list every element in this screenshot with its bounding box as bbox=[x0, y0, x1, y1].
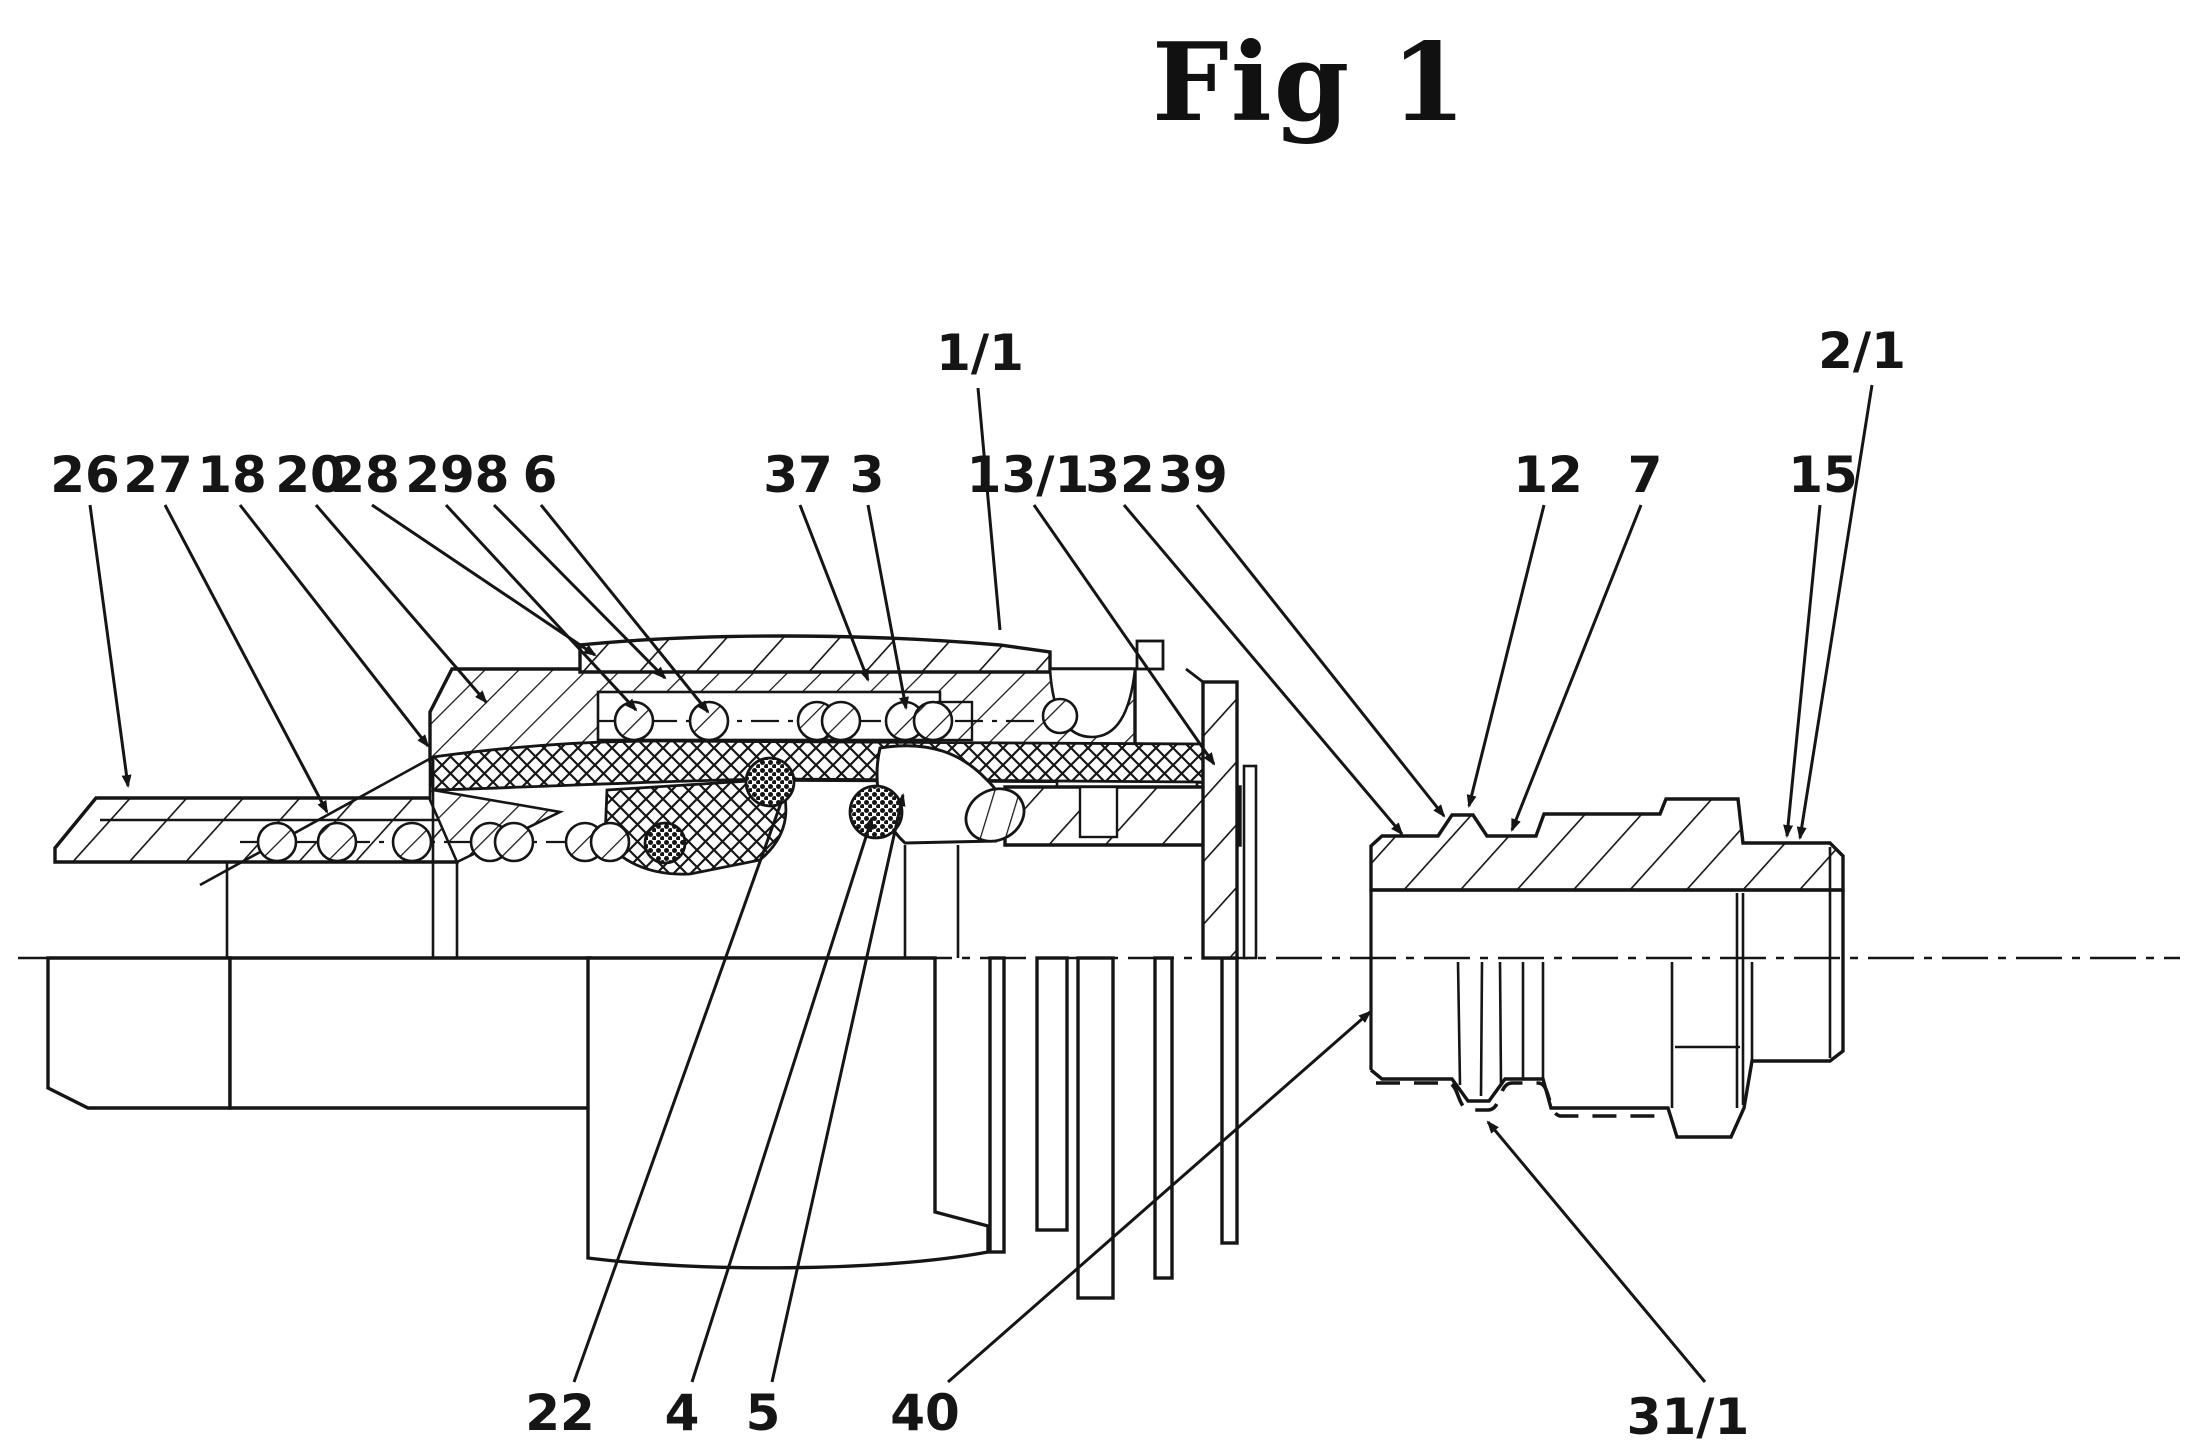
leader-20 bbox=[314, 504, 488, 704]
leader-7 bbox=[1510, 504, 1643, 832]
leader-22 bbox=[572, 799, 784, 1383]
part-label-4: 4 bbox=[665, 1384, 700, 1442]
o-ring-seal-small bbox=[643, 821, 687, 865]
spring-cone-edge bbox=[199, 755, 434, 887]
part-label-15: 15 bbox=[1788, 446, 1858, 504]
elastomer-seal-band bbox=[431, 739, 1239, 794]
assembly-label-1-1: 1/1 bbox=[936, 324, 1024, 382]
outer-sleeve-section bbox=[578, 634, 1052, 674]
leader-32 bbox=[1122, 504, 1404, 836]
leader-40 bbox=[947, 1010, 1372, 1384]
leader-3 bbox=[866, 504, 909, 710]
figure-title: Fig 1 bbox=[1152, 20, 1468, 146]
flange-thin-ring bbox=[1242, 764, 1258, 960]
part-label-40: 40 bbox=[890, 1384, 960, 1442]
nipple-groove-edges bbox=[1456, 847, 1832, 1108]
part-label-5: 5 bbox=[746, 1384, 781, 1442]
nipple-hidden-bore-line bbox=[1376, 1081, 1666, 1118]
sleeve-drum-lower bbox=[586, 956, 990, 1270]
o-ring-seal-left bbox=[744, 756, 796, 808]
leader-39 bbox=[1195, 504, 1446, 818]
part-label-3: 3 bbox=[850, 446, 885, 504]
part-label-7: 7 bbox=[1628, 446, 1663, 504]
leader-29 bbox=[444, 503, 638, 712]
reference-labels: 26 27 18 20 28 29 8 6 37 3 13/1 32 39 12… bbox=[50, 322, 1906, 1446]
leader-4 bbox=[690, 816, 874, 1383]
part-label-27: 27 bbox=[123, 446, 193, 504]
leader-13-1 bbox=[1032, 504, 1216, 766]
leader-6 bbox=[539, 504, 710, 714]
part-label-13-1: 13/1 bbox=[967, 446, 1090, 504]
plug-nipple-assembly bbox=[1369, 797, 1845, 1139]
leader-8 bbox=[492, 503, 667, 680]
part-label-32: 32 bbox=[1085, 446, 1155, 504]
leader-27 bbox=[163, 504, 329, 814]
part-label-28: 28 bbox=[330, 446, 400, 504]
o-ring-seal-mid bbox=[848, 784, 904, 840]
leader-1-1 bbox=[976, 387, 1002, 631]
flange-plate-section bbox=[1201, 680, 1239, 960]
leader-5 bbox=[770, 793, 906, 1383]
leader-37 bbox=[798, 504, 870, 682]
poppet-seal-section bbox=[964, 787, 1026, 843]
valve-ring-2 bbox=[1035, 956, 1069, 1232]
valve-ring-1 bbox=[988, 956, 1006, 1254]
part-label-6: 6 bbox=[523, 446, 558, 504]
part-label-31-1: 31/1 bbox=[1627, 1388, 1750, 1446]
flange-ring-lower-1 bbox=[1076, 956, 1115, 1300]
part-label-22: 22 bbox=[525, 1384, 595, 1442]
nipple-section-band bbox=[1369, 797, 1845, 892]
leader-12 bbox=[1466, 504, 1546, 808]
valve-seat-slot bbox=[1078, 785, 1119, 839]
leader-31-1 bbox=[1486, 1120, 1707, 1383]
nipple-lower-profile bbox=[1369, 890, 1845, 1139]
part-label-37: 37 bbox=[763, 446, 833, 504]
leader-26 bbox=[88, 504, 132, 788]
part-label-26: 26 bbox=[50, 446, 120, 504]
leader-15 bbox=[1783, 504, 1822, 838]
part-label-12: 12 bbox=[1513, 446, 1583, 504]
mid-cylinder-lower bbox=[228, 956, 592, 1110]
part-label-8: 8 bbox=[475, 446, 510, 504]
main-spring-coils bbox=[256, 821, 631, 863]
flange-tab bbox=[1135, 639, 1165, 671]
leader-lines bbox=[88, 384, 1874, 1384]
hex-fitting-lower bbox=[46, 956, 232, 1110]
leader-28 bbox=[371, 503, 597, 657]
upper-spring-coils bbox=[613, 697, 1079, 742]
flange-ring-lower-3 bbox=[1220, 956, 1239, 1245]
part-label-18: 18 bbox=[197, 446, 267, 504]
flange-ring-lower-2 bbox=[1153, 956, 1174, 1280]
leader-18 bbox=[238, 504, 430, 748]
part-label-29: 29 bbox=[405, 446, 475, 504]
assembly-label-2-1: 2/1 bbox=[1818, 322, 1906, 380]
part-label-39: 39 bbox=[1158, 446, 1228, 504]
flange-link-edge bbox=[1185, 667, 1204, 684]
part-label-20: 20 bbox=[275, 446, 345, 504]
leader-2-1 bbox=[1796, 384, 1874, 840]
coupling-socket-assembly bbox=[46, 634, 1258, 1300]
